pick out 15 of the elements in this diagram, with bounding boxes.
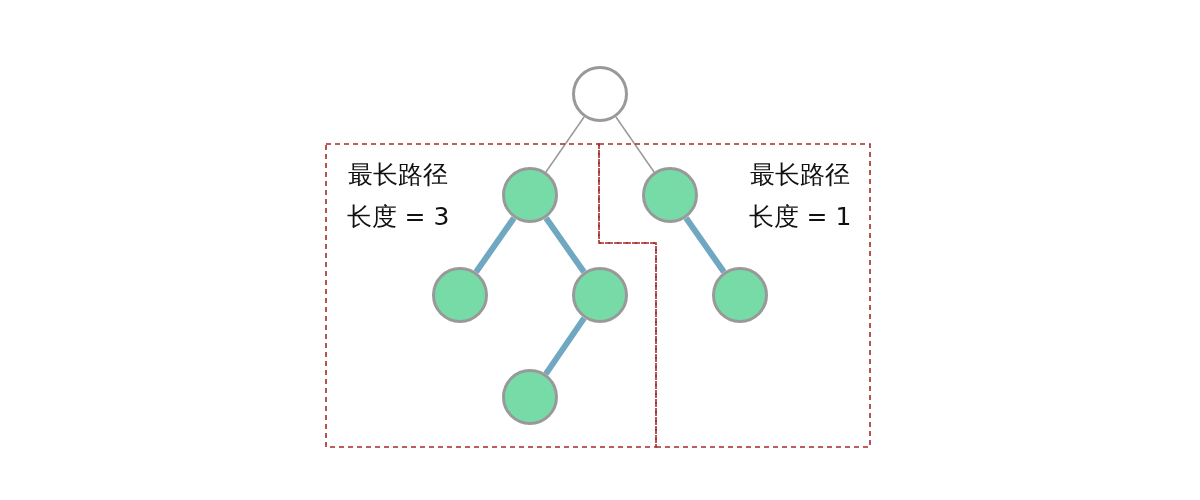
tree-edge	[473, 216, 517, 274]
tree-node-circle	[432, 267, 488, 323]
region-label: 最长路径长度 = 1	[747, 159, 853, 233]
tree-node-circle	[502, 167, 558, 223]
tree-edge	[683, 216, 727, 274]
tree-node-circle	[502, 369, 558, 425]
region-label: 最长路径长度 = 3	[345, 159, 451, 233]
root-circle	[572, 66, 628, 122]
tree-edge	[543, 216, 587, 274]
tree-edge	[615, 116, 655, 173]
tree-node-circle	[712, 267, 768, 323]
tree-edge	[543, 316, 587, 376]
tree-node-circle	[642, 167, 698, 223]
tree-node-circle	[572, 267, 628, 323]
tree-edge	[545, 116, 585, 173]
